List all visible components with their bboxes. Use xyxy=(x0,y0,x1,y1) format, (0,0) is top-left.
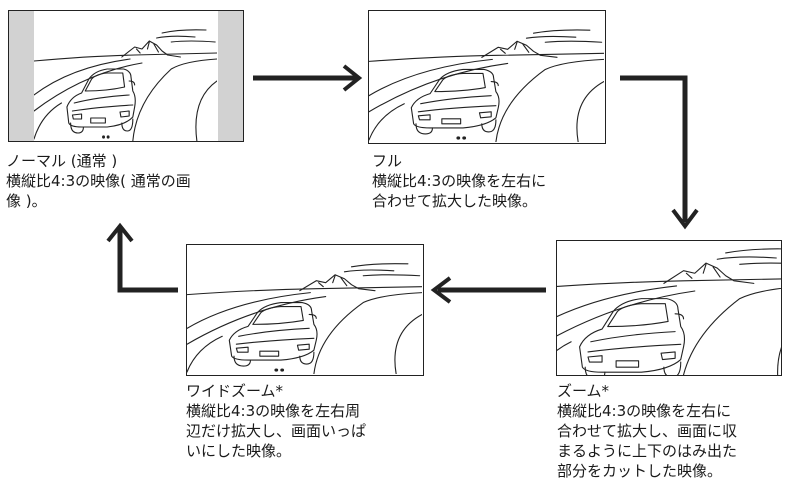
zoom-desc-line: まるように上下のはみ出た xyxy=(557,442,738,460)
zoom-caption: ズーム* 横縦比4:3の映像を左右に 合わせて拡大し、画面に収 まるように上下の… xyxy=(557,381,737,481)
screen-full xyxy=(368,10,606,144)
screen-normal xyxy=(8,10,244,142)
full-desc-line: 横縦比4:3の映像を左右に xyxy=(372,172,547,190)
normal-desc-line: 横縦比4:3の映像( 通常の画 xyxy=(6,172,191,190)
normal-caption: ノーマル (通常 ) 横縦比4:3の映像( 通常の画 像 )。 xyxy=(6,151,191,211)
zoom-desc-line: 合わせて拡大し、画面に収 xyxy=(557,422,738,440)
wide-desc-line: 辺だけ拡大し、画面いっぱ xyxy=(186,422,367,440)
zoom-desc-line: 横縦比4:3の映像を左右に xyxy=(557,402,732,420)
right-side-bar xyxy=(218,11,243,141)
car-road-icon xyxy=(369,11,604,142)
wide-title: ワイドズーム* xyxy=(186,382,284,400)
car-road-icon xyxy=(187,245,422,374)
wide-caption: ワイドズーム* 横縦比4:3の映像を左右周 辺だけ拡大し、画面いっぱ いにした映… xyxy=(186,381,366,461)
screen-wide-zoom xyxy=(186,244,424,376)
normal-desc-line: 像 )。 xyxy=(6,192,47,210)
full-caption: フル 横縦比4:3の映像を左右に 合わせて拡大した映像。 xyxy=(372,151,546,211)
arrow-down-icon xyxy=(620,75,688,222)
car-road-icon xyxy=(556,240,782,376)
screen-zoom xyxy=(556,240,782,376)
wide-desc-line: いにした映像。 xyxy=(186,442,292,460)
zoom-desc-line: 部分をカットした映像。 xyxy=(557,462,723,480)
normal-title: ノーマル (通常 ) xyxy=(6,152,118,170)
wide-desc-line: 横縦比4:3の映像を左右周 xyxy=(186,402,361,420)
arrow-up-icon xyxy=(117,229,178,293)
zoom-title: ズーム* xyxy=(557,382,610,400)
full-desc-line: 合わせて拡大した映像。 xyxy=(372,192,538,210)
car-road-icon xyxy=(34,11,217,141)
left-side-bar xyxy=(9,11,34,141)
full-title: フル xyxy=(372,152,403,170)
